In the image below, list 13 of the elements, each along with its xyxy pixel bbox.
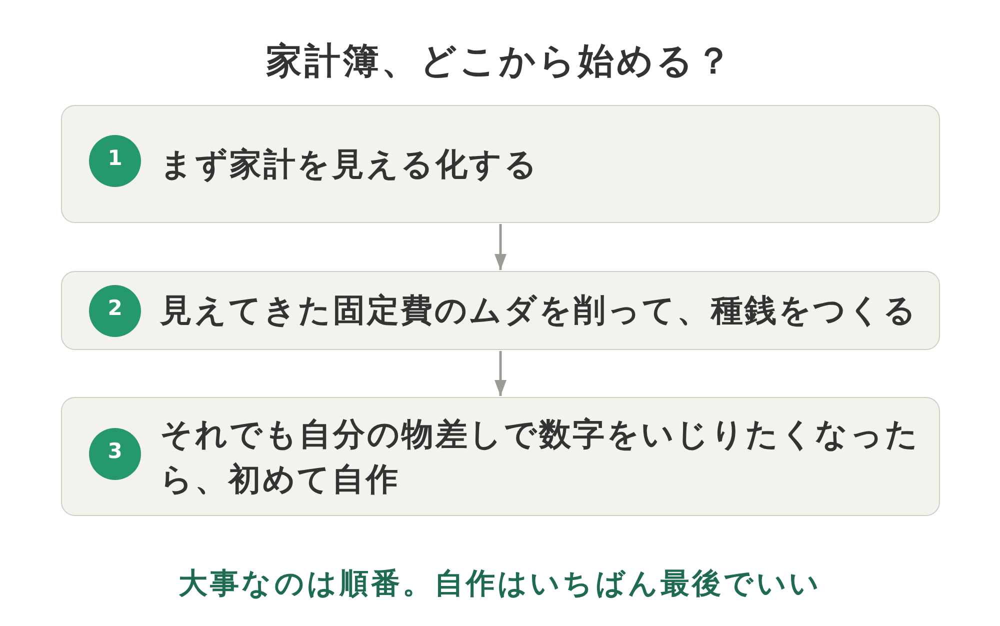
caption: 大事なのは順番。自作はいちばん最後でいい [178,565,822,602]
arrow [494,224,506,270]
number-circle: 2 [89,285,141,337]
step-text: 見えてきた固定費のムダを削って、種銭をつくる [160,290,919,331]
arrow [494,351,506,396]
title: 家計簿、どこから始める？ [265,40,735,84]
step-text: それでも自分の物差しで数字をいじりたくなったら、初めて自作 [160,414,921,500]
step-text: まず家計を見える化する [160,144,540,184]
number-circle: 1 [89,135,141,187]
number-circle: 3 [89,428,141,480]
step-box [61,105,940,223]
step-box [61,271,940,350]
step-box [61,397,940,516]
